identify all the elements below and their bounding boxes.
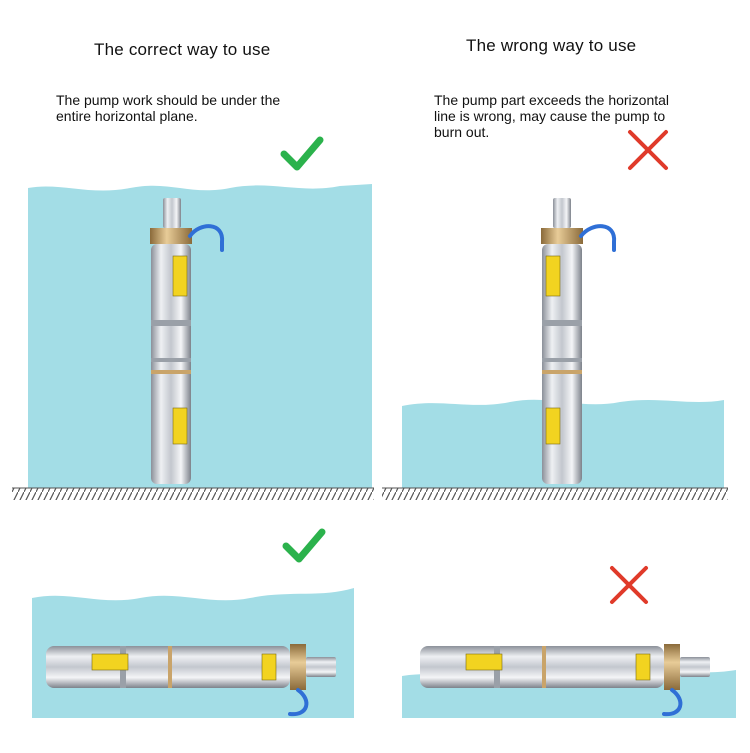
- note-correct-line-1: The pump work should be under the: [56, 92, 281, 108]
- pump-vertical-correct: [150, 198, 225, 484]
- note-wrong-line-3: burn out.: [434, 124, 490, 140]
- pump-horizontal-correct: [46, 644, 336, 717]
- check-icon: [282, 528, 326, 563]
- pump-vertical-wrong: [541, 198, 617, 484]
- check-icon: [280, 136, 324, 171]
- note-wrong: The pump part exceeds the horizontal lin…: [434, 92, 669, 140]
- note-correct-line-2: entire horizontal plane.: [56, 108, 198, 124]
- water-top-left: [28, 184, 372, 488]
- ground-top-right: [382, 488, 728, 500]
- ground-top-left: [12, 488, 374, 500]
- heading-correct-way: The correct way to use: [94, 40, 271, 59]
- heading-wrong-way: The wrong way to use: [466, 36, 637, 55]
- cross-icon: [628, 130, 668, 170]
- note-wrong-line-2: line is wrong, may cause the pump to: [434, 108, 666, 124]
- pump-horizontal-wrong: [420, 644, 710, 717]
- note-correct: The pump work should be under the entire…: [56, 92, 280, 124]
- cross-icon: [610, 566, 648, 604]
- note-wrong-line-1: The pump part exceeds the horizontal: [434, 92, 670, 108]
